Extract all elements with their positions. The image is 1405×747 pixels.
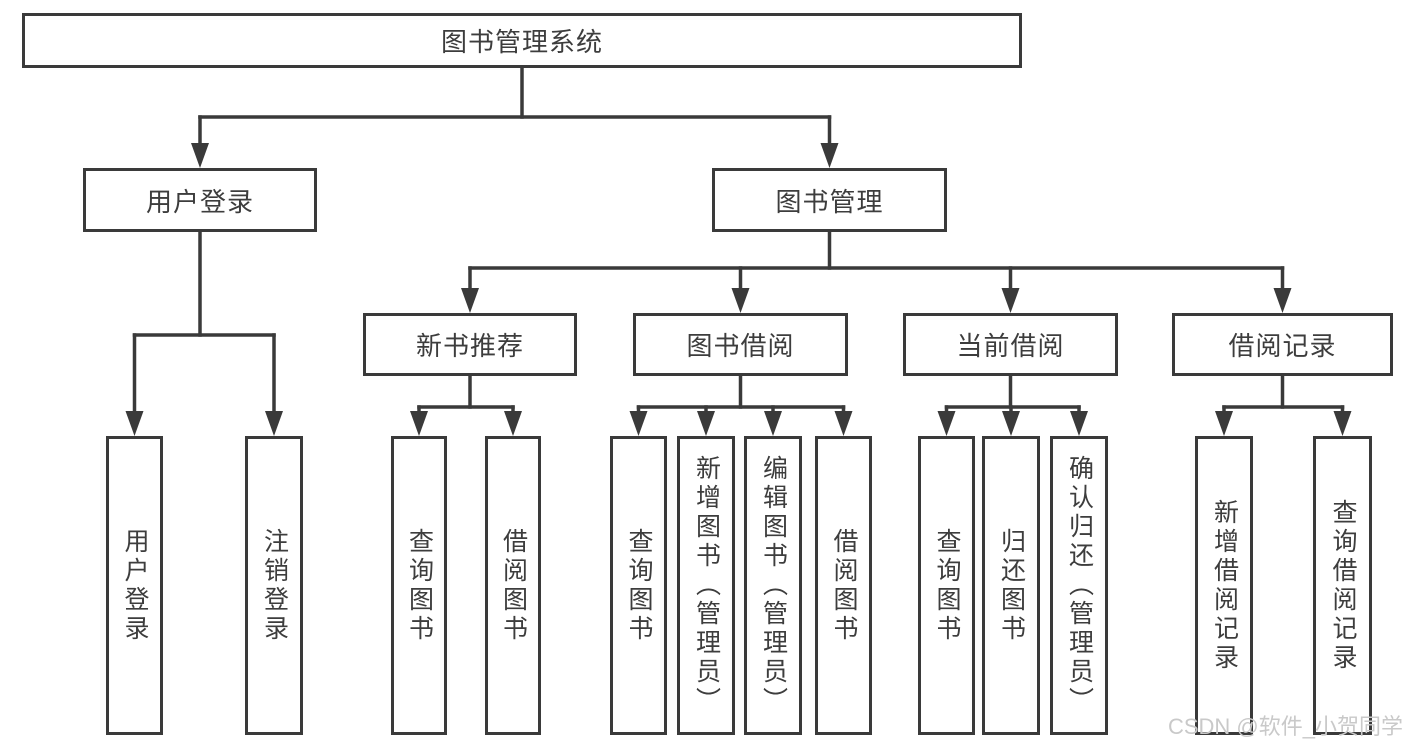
node-label-leaf-bb-query-books: 查询图书 (625, 527, 653, 644)
node-user-login: 用户登录 (83, 168, 317, 232)
node-label-user-login: 用户登录 (145, 186, 254, 217)
node-leaf-cb-confirm-return: 确认归还（管理员） (1050, 436, 1108, 735)
node-leaf-bb-query-books: 查询图书 (610, 436, 667, 735)
node-label-leaf-cb-return-books: 归还图书 (997, 527, 1026, 644)
node-new-book-recommend: 新书推荐 (363, 313, 577, 376)
node-leaf-bb-borrow-books: 借阅图书 (815, 436, 872, 735)
node-book-borrowing: 图书借阅 (633, 313, 848, 376)
node-leaf-bb-edit-books: 编辑图书（管理员） (744, 436, 802, 735)
node-label-leaf-cb-confirm-return: 确认归还（管理员） (1065, 455, 1094, 716)
node-leaf-nb-query-books: 查询图书 (391, 436, 447, 735)
watermark: CSDN @软件_小贺同学 (1167, 714, 1403, 739)
node-label-leaf-bb-borrow-books: 借阅图书 (830, 527, 858, 644)
node-label-new-book-recommend: 新书推荐 (415, 331, 524, 361)
node-label-leaf-nb-query-books: 查询图书 (405, 527, 434, 644)
node-label-leaf-bb-edit-books: 编辑图书（管理员） (759, 455, 788, 716)
node-leaf-nb-borrow-books: 借阅图书 (485, 436, 541, 735)
node-borrowing-records: 借阅记录 (1172, 313, 1393, 376)
node-label-leaf-nb-borrow-books: 借阅图书 (499, 527, 528, 644)
node-leaf-bb-add-books: 新增图书（管理员） (677, 436, 735, 735)
node-current-borrowing: 当前借阅 (903, 313, 1118, 376)
node-leaf-cb-return-books: 归还图书 (982, 436, 1040, 735)
node-leaf-user-login: 用户登录 (106, 436, 163, 735)
node-label-current-borrowing: 当前借阅 (956, 331, 1065, 361)
node-root: 图书管理系统 (22, 13, 1022, 68)
node-label-leaf-br-query-record: 查询借阅记录 (1329, 498, 1357, 673)
node-leaf-br-add-record: 新增借阅记录 (1195, 436, 1253, 735)
node-label-leaf-bb-add-books: 新增图书（管理员） (692, 455, 721, 716)
node-label-book-borrowing: 图书借阅 (686, 331, 795, 361)
node-leaf-logout: 注销登录 (245, 436, 303, 735)
node-leaf-br-query-record: 查询借阅记录 (1313, 436, 1372, 735)
node-label-leaf-cb-query-books: 查询图书 (933, 527, 961, 644)
node-label-borrowing-records: 借阅记录 (1228, 331, 1337, 361)
node-label-leaf-br-add-record: 新增借阅记录 (1210, 498, 1239, 673)
node-label-leaf-user-login: 用户登录 (121, 527, 149, 644)
node-leaf-cb-query-books: 查询图书 (918, 436, 975, 735)
node-label-book-management: 图书管理 (775, 186, 884, 217)
node-label-root: 图书管理系统 (440, 27, 603, 57)
node-label-leaf-logout: 注销登录 (260, 527, 289, 644)
node-book-management: 图书管理 (712, 168, 947, 232)
